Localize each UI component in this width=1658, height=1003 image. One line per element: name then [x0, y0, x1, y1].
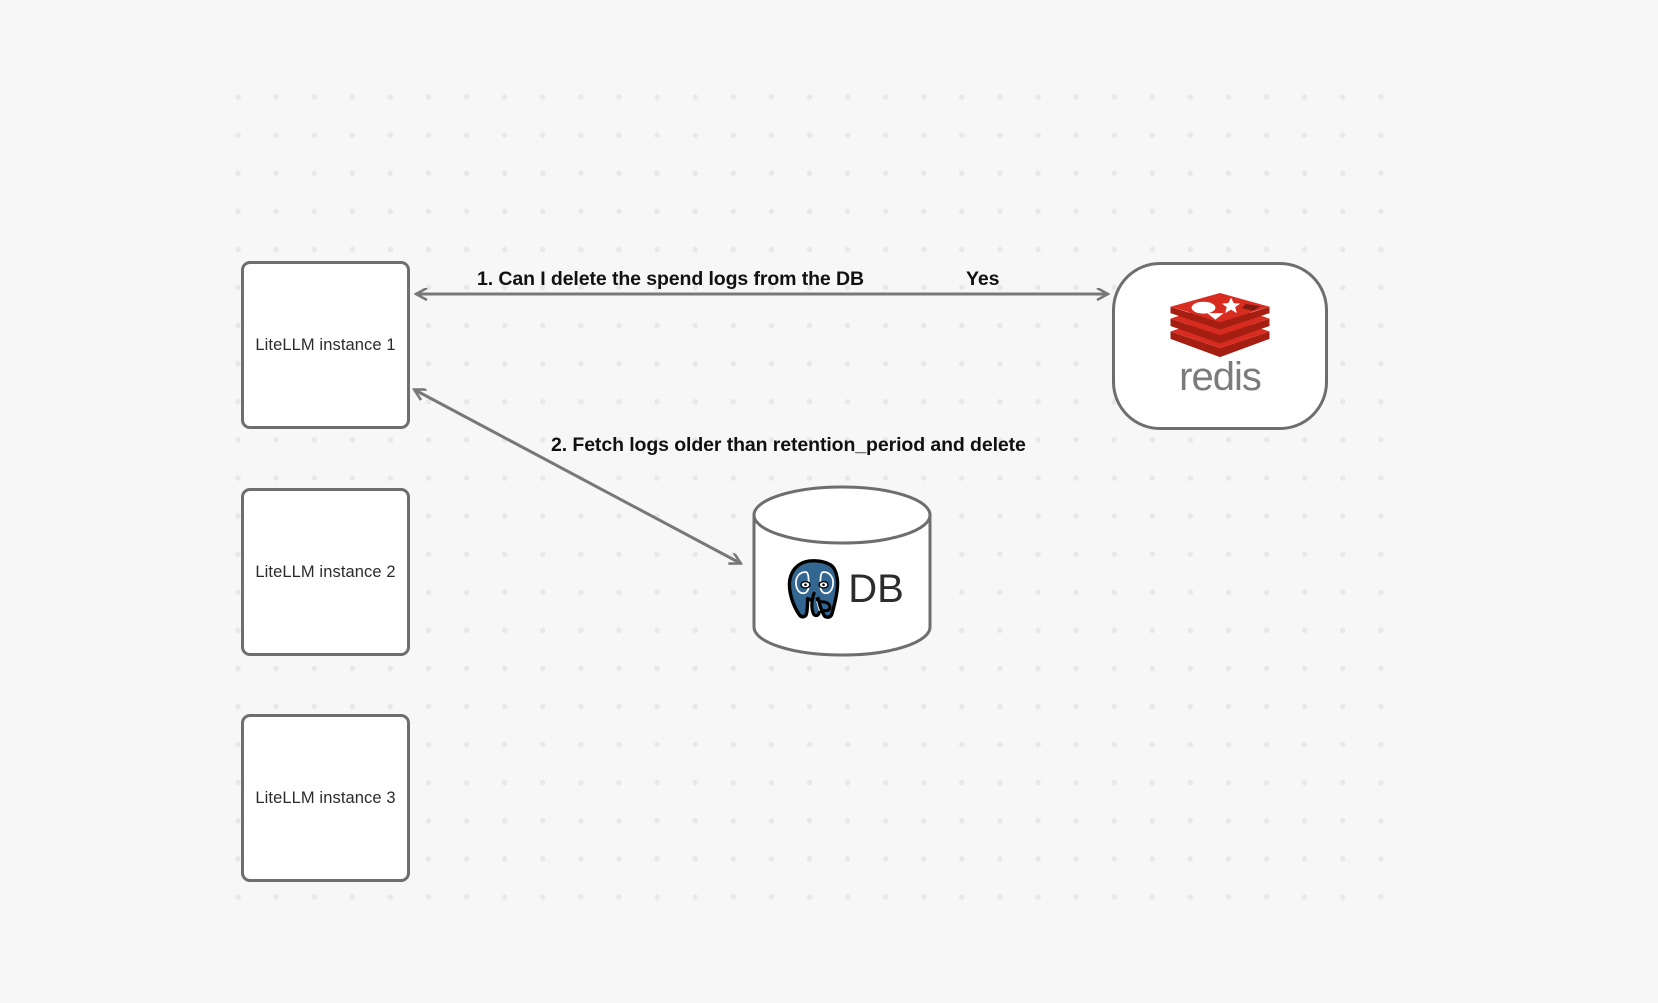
node-litellm-instance-1-label: LiteLLM instance 1: [255, 335, 396, 354]
node-litellm-instance-2-label: LiteLLM instance 2: [255, 562, 396, 581]
edge-litellm1-db-line: [415, 390, 740, 563]
postgres-db-content: DB: [750, 485, 934, 657]
edge-label-can-i-delete-spend-logs: 1. Can I delete the spend logs from the …: [477, 268, 864, 290]
node-litellm-instance-3-label: LiteLLM instance 3: [255, 788, 396, 807]
postgres-db-label: DB: [848, 567, 904, 611]
postgresql-elephant-icon: [787, 559, 840, 619]
edge-label-yes: Yes: [966, 268, 1000, 290]
node-litellm-instance-2[interactable]: LiteLLM instance 2: [241, 488, 410, 656]
cylinder-shape: [752, 485, 932, 657]
node-litellm-instance-1[interactable]: LiteLLM instance 1: [241, 261, 410, 429]
svg-text:redis: redis: [1179, 357, 1261, 399]
edge-label-fetch-logs-older-than-retention-period: 2. Fetch logs older than retention_perio…: [551, 434, 1026, 456]
node-redis[interactable]: redis: [1112, 262, 1328, 430]
redis-logo-icon: [1170, 293, 1270, 358]
node-litellm-instance-3[interactable]: LiteLLM instance 3: [241, 714, 410, 882]
redis-wordmark-text: redis: [1179, 357, 1262, 399]
node-postgres-db[interactable]: DB: [750, 485, 934, 657]
